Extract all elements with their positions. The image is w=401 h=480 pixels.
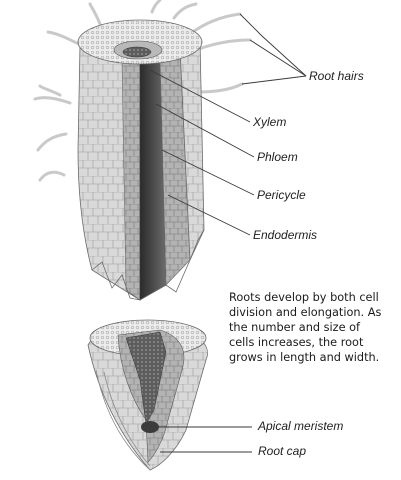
upper-root-section	[77, 19, 205, 301]
caption-line: Roots develop by both cell	[229, 291, 379, 304]
label-root-cap: Root cap	[258, 444, 307, 458]
label-xylem: Xylem	[253, 115, 287, 129]
leader-lines	[149, 13, 307, 453]
caption-line: cells increases, the root	[229, 336, 364, 349]
caption-line: division and elongation. As	[229, 306, 382, 319]
caption-text: Roots develop by both cell division and …	[229, 290, 399, 365]
label-pericycle: Pericycle	[257, 188, 306, 202]
label-endodermis: Endodermis	[253, 228, 318, 242]
label-root-hairs: Root hairs	[309, 69, 364, 83]
label-apical-meristem: Apical meristem	[258, 419, 344, 433]
label-phloem: Phloem	[257, 150, 298, 164]
root-hairs-left	[33, 2, 102, 182]
caption-line: grows in length and width.	[229, 351, 380, 364]
root-tip-section	[87, 319, 208, 471]
caption-line: the number and size of	[229, 321, 361, 334]
